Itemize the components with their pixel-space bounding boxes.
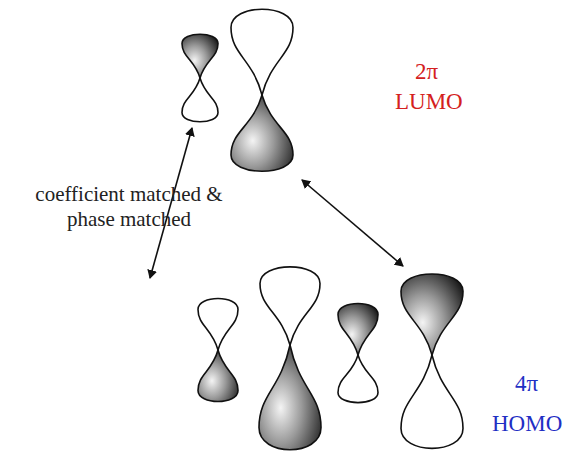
orbital-lobe (182, 78, 218, 122)
orbital-level: 2π (415, 58, 438, 86)
orbital-lobe (401, 355, 463, 448)
orbital-lobe (231, 95, 293, 171)
orbital-lobe (198, 299, 238, 350)
orbital-name: LUMO (395, 88, 463, 116)
orbital-name: HOMO (492, 410, 562, 438)
annotation-note: coefficient matched & phase matched (24, 182, 234, 232)
orbital-level: 4π (515, 370, 538, 398)
double-arrow (302, 180, 403, 266)
orbital-lobe (338, 304, 378, 355)
orbital-lobe (401, 274, 463, 355)
orbital-lobe (198, 350, 238, 401)
orbital-lobe (259, 345, 321, 450)
orbital-lobe (260, 267, 320, 345)
orbital-lobe (182, 34, 218, 78)
orbital-lobe (338, 355, 378, 403)
orbital-lobe (231, 9, 293, 95)
